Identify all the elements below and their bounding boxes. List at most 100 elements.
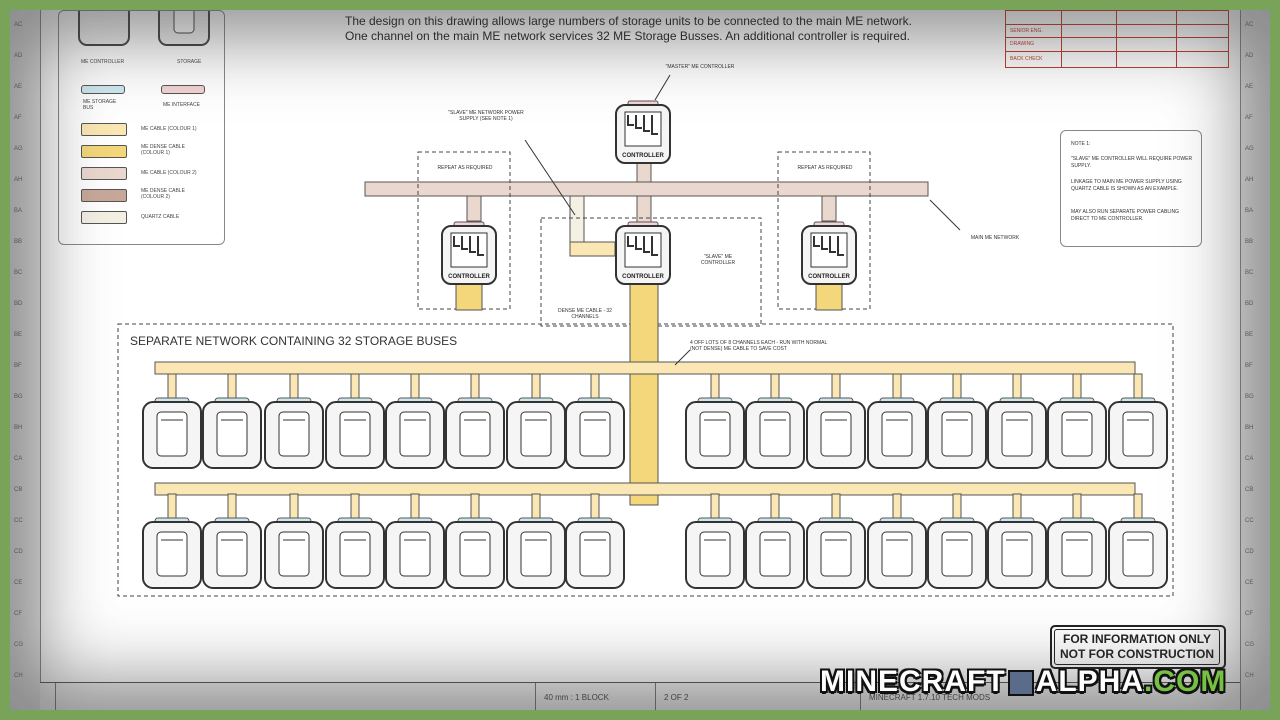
ruler-tick: BA (14, 208, 23, 214)
master-controller-label: "MASTER" ME CONTROLLER (665, 64, 735, 70)
ruler-tick: CC (14, 518, 23, 524)
legend-label-dense-2: ME DENSE CABLE (COLOUR 2) (141, 188, 185, 200)
ruler-tick: CB (14, 487, 23, 493)
note-1-box: NOTE 1: "SLAVE" ME CONTROLLER WILL REQUI… (1060, 130, 1202, 247)
storage-unit (685, 373, 745, 469)
storage-unit (867, 373, 927, 469)
ruler-tick: AC (1245, 22, 1254, 28)
legend-swatch-dense-2 (81, 189, 127, 202)
repeat-left-label: REPEAT AS REQUIRED (437, 165, 493, 171)
legend-controller-label: ME CONTROLLER (81, 59, 125, 65)
ruler-tick: CE (14, 580, 23, 586)
note-line-2: LINKAGE TO MAIN ME POWER SUPPLY USING QU… (1071, 179, 1182, 192)
dense-cable-trunk (629, 279, 659, 506)
ruler-tick: AH (1245, 177, 1254, 183)
legend-swatch-quartz (81, 211, 127, 224)
storage-unit (506, 493, 566, 589)
storage-unit (202, 493, 262, 589)
legend-label-cable-1: ME CABLE (COLOUR 1) (141, 126, 197, 132)
sheet-cell: 2 OF 2 (655, 683, 716, 710)
ruler-tick: AD (14, 53, 23, 59)
note-line-3: MAY ALSO RUN SEPARATE POWER CABLING DIRE… (1071, 209, 1179, 222)
storage-unit (685, 493, 745, 589)
title-row-drawing: DRAWING (1006, 37, 1228, 52)
interface-icon (161, 85, 205, 94)
ruler-tick: BH (14, 425, 23, 431)
separate-network-title: SEPARATE NETWORK CONTAINING 32 STORAGE B… (130, 334, 458, 348)
controller-icon (78, 11, 130, 46)
bottom-title-bar: 40 mm : 1 BLOCK 2 OF 2 MINECRAFT 1.7.10 … (40, 682, 1240, 710)
logo-block-icon (1007, 670, 1034, 697)
ruler-tick: CE (1245, 580, 1254, 586)
slave-controller: CONTROLLER (615, 221, 671, 285)
note-title: NOTE 1: (1071, 141, 1091, 147)
storage-layer (142, 373, 1168, 589)
storage-unit (445, 373, 505, 469)
storage-unit (264, 373, 324, 469)
storage-unit (745, 373, 805, 469)
ruler-tick: AF (1245, 115, 1253, 121)
storage-unit (1108, 373, 1168, 469)
storage-unit (565, 373, 625, 469)
storage-unit (987, 373, 1047, 469)
legend-storage-label: STORAGE (177, 59, 202, 65)
ruler-tick: BD (14, 301, 23, 307)
ruler-tick: CG (1245, 642, 1254, 648)
ruler-tick: CD (14, 549, 23, 555)
repeat-controller-right: CONTROLLER (801, 221, 857, 311)
storage-unit (325, 373, 385, 469)
ruler-tick: BF (1245, 363, 1253, 369)
storage-unit (506, 373, 566, 469)
master-controller: CONTROLLER (615, 100, 671, 164)
ruler-tick: AE (1245, 84, 1254, 90)
storage-unit (745, 493, 805, 589)
description-line-2: One channel on the main ME network servi… (345, 29, 910, 43)
ruler-tick: BB (1245, 239, 1254, 245)
legend-storage-bus-label: ME STORAGE BUS (83, 99, 117, 111)
ruler-tick: CC (1245, 518, 1254, 524)
storage-unit (867, 493, 927, 589)
ruler-tick: CB (1245, 487, 1254, 493)
ruler-tick: CF (1245, 611, 1253, 617)
storage-unit (1047, 373, 1107, 469)
stamp-line-1: FOR INFORMATION ONLY (1063, 632, 1211, 646)
ruler-tick: AC (14, 22, 23, 28)
controller-text: CONTROLLER (622, 153, 664, 159)
ruler-tick: CA (1245, 456, 1254, 462)
ruler-tick: AH (14, 177, 23, 183)
ruler-tick: AF (14, 115, 22, 121)
storage-unit (445, 493, 505, 589)
storage-unit (565, 493, 625, 589)
storage-unit (987, 493, 1047, 589)
storage-unit (325, 493, 385, 589)
ruler-tick: BG (1245, 394, 1254, 400)
ruler-tick: AG (14, 146, 23, 152)
ruler-tick: BH (1245, 425, 1254, 431)
ruler-tick: CA (14, 456, 23, 462)
ruler-tick: BF (14, 363, 22, 369)
legend-label-quartz: QUARTZ CABLE (141, 214, 180, 220)
legend-interface-label: ME INTERFACE (163, 102, 200, 108)
storage-unit (1108, 493, 1168, 589)
distribution-cable-upper (154, 361, 1136, 375)
title-row-0 (1006, 11, 1228, 25)
repeat-right-label: REPEAT AS REQUIRED (797, 165, 853, 171)
project-cell: MINECRAFT 1.7.10 TECH MODS (860, 683, 1061, 710)
ruler-tick: BG (14, 394, 23, 400)
main-me-network-cable (364, 181, 929, 197)
legend-label-cable-2: ME CABLE (COLOUR 2) (141, 170, 197, 176)
storage-unit (142, 493, 202, 589)
ruler-tick: BA (1245, 208, 1254, 214)
title-row-backcheck: BACK CHECK (1010, 56, 1043, 62)
slave-controller-label: "SLAVE" ME CONTROLLER (700, 254, 736, 266)
ruler-tick: CH (1245, 673, 1254, 679)
title-block: SENIOR ENG. DRAWING BACK CHECK (1005, 10, 1229, 68)
controller-text: CONTROLLER (808, 274, 850, 280)
legend-panel: ME CONTROLLER STORAGE ME STORAGE BUS ME … (58, 10, 225, 245)
controller-text: CONTROLLER (622, 274, 664, 280)
legend-swatch-dense-1 (81, 145, 127, 158)
